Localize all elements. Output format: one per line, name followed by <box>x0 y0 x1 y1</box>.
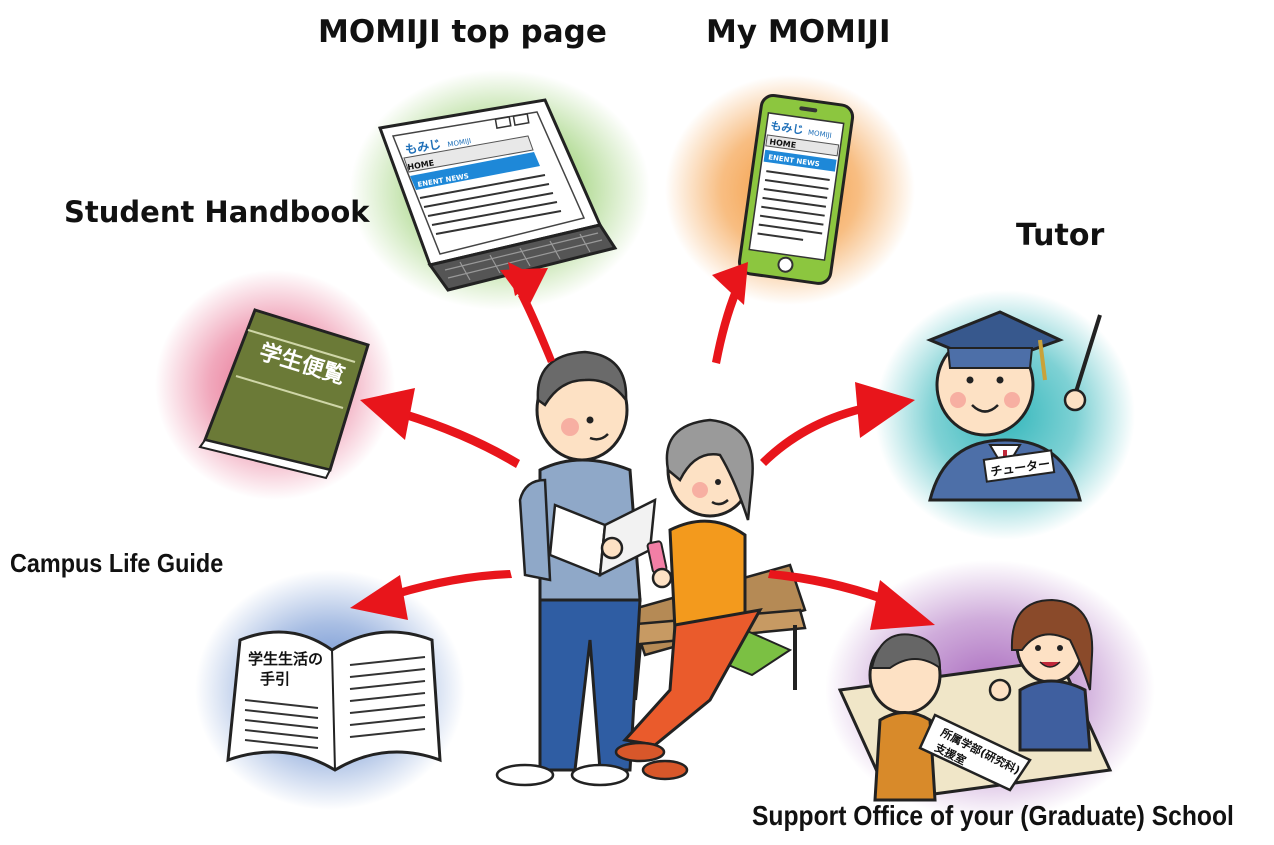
guide-title-line2: 手引 <box>260 670 290 688</box>
phone-logo-en: MOMIJI <box>808 129 833 140</box>
campus-guide-illustration: 学生生活の 手引 <box>226 630 442 772</box>
arrow-to-handbook <box>360 388 520 468</box>
arrow-to-office <box>768 570 935 630</box>
label-support-office: Support Office of your (Graduate) School <box>752 800 1234 831</box>
students-illustration <box>495 350 807 787</box>
arrow-to-guide <box>350 570 512 620</box>
arrow-to-tutor <box>760 382 915 466</box>
handbook-illustration: 学生便覧 <box>198 308 370 480</box>
label-tutor: Tutor <box>1016 218 1105 253</box>
laptop-logo: もみじ <box>404 137 442 157</box>
arrows <box>350 262 935 630</box>
smartphone-illustration: もみじ MOMIJI HOME ENENT NEWS <box>738 93 855 285</box>
label-momiji-top-page: MOMIJI top page <box>318 14 607 50</box>
laptop-illustration: もみじ MOMIJI HOME ENENT NEWS <box>377 98 618 292</box>
support-office-illustration: 所属学部(研究科) 支援室 <box>837 598 1113 802</box>
arrow-to-phone <box>712 262 748 364</box>
guide-title-line1: 学生生活の <box>248 650 323 668</box>
phone-home: HOME <box>769 137 797 150</box>
label-my-momiji: My MOMIJI <box>706 14 891 50</box>
phone-logo: もみじ <box>770 119 804 136</box>
tutor-illustration: チューター <box>926 310 1102 502</box>
arrow-to-laptop <box>500 262 555 363</box>
label-student-handbook: Student Handbook <box>64 195 370 229</box>
label-campus-life-guide: Campus Life Guide <box>10 548 224 578</box>
